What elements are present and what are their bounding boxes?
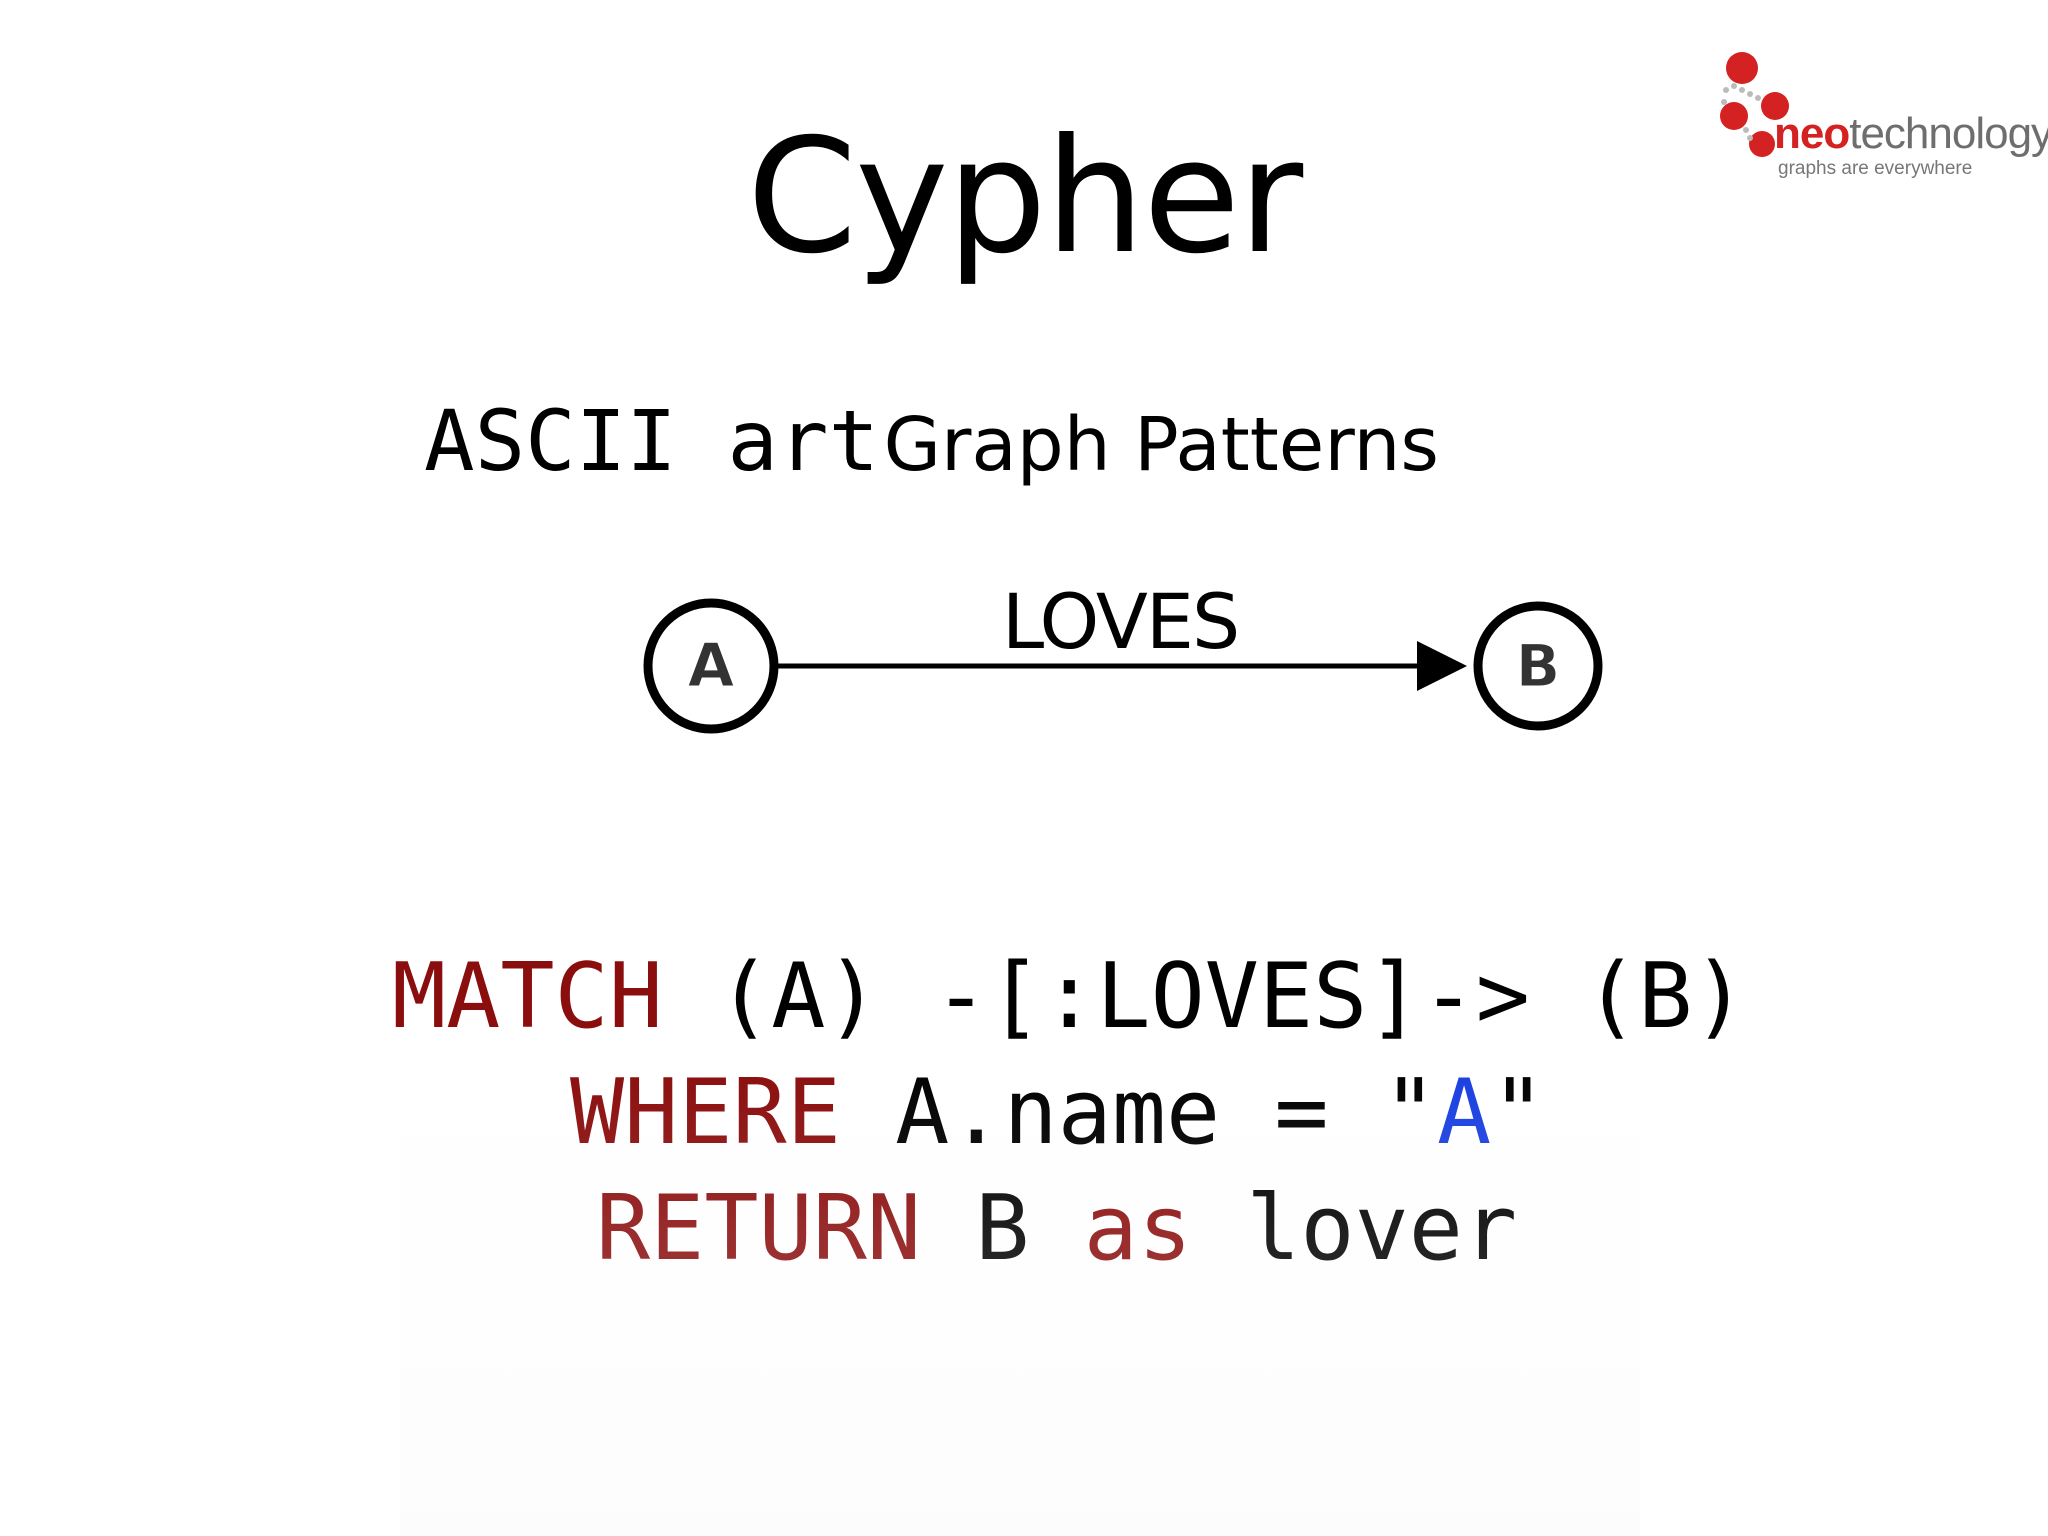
slide-subtitle: ASCII art Graph Patterns bbox=[424, 392, 1439, 492]
return-variable: B bbox=[921, 1176, 1084, 1281]
keyword-match: MATCH bbox=[392, 944, 663, 1049]
return-alias: lover bbox=[1192, 1176, 1518, 1281]
where-condition: A.name = " bbox=[840, 1060, 1437, 1165]
subtitle-mono: ASCII art bbox=[424, 392, 880, 490]
code-line-where: WHERE A.name = "A" bbox=[570, 1068, 2048, 1158]
string-literal: A bbox=[1436, 1060, 1492, 1165]
keyword-as: as bbox=[1083, 1176, 1193, 1281]
logo-tagline: graphs are everywhere bbox=[1778, 158, 1973, 179]
keyword-return: RETURN bbox=[596, 1176, 922, 1281]
match-pattern: (A) -[:LOVES]-> (B) bbox=[662, 944, 1747, 1049]
node-a: A bbox=[643, 598, 779, 734]
node-a-label: A bbox=[688, 631, 735, 701]
slide-title: Cypher bbox=[746, 105, 1303, 289]
subtitle-sans: Graph Patterns bbox=[883, 402, 1439, 488]
where-quote-end: " bbox=[1491, 1060, 1546, 1165]
keyword-where: WHERE bbox=[570, 1060, 841, 1165]
code-line-return: RETURN B as lover bbox=[596, 1184, 2048, 1274]
neotechnology-logo-icon bbox=[1720, 52, 1789, 157]
logo-neo: neo bbox=[1774, 109, 1850, 158]
logo-wordmark: neotechnology bbox=[1774, 112, 2048, 156]
node-b-label: B bbox=[1516, 632, 1560, 700]
node-b: B bbox=[1473, 601, 1603, 731]
code-line-match: MATCH (A) -[:LOVES]-> (B) bbox=[392, 952, 2048, 1042]
relationship-label: LOVES bbox=[1002, 577, 1238, 666]
logo-technology: technology bbox=[1849, 109, 2048, 158]
